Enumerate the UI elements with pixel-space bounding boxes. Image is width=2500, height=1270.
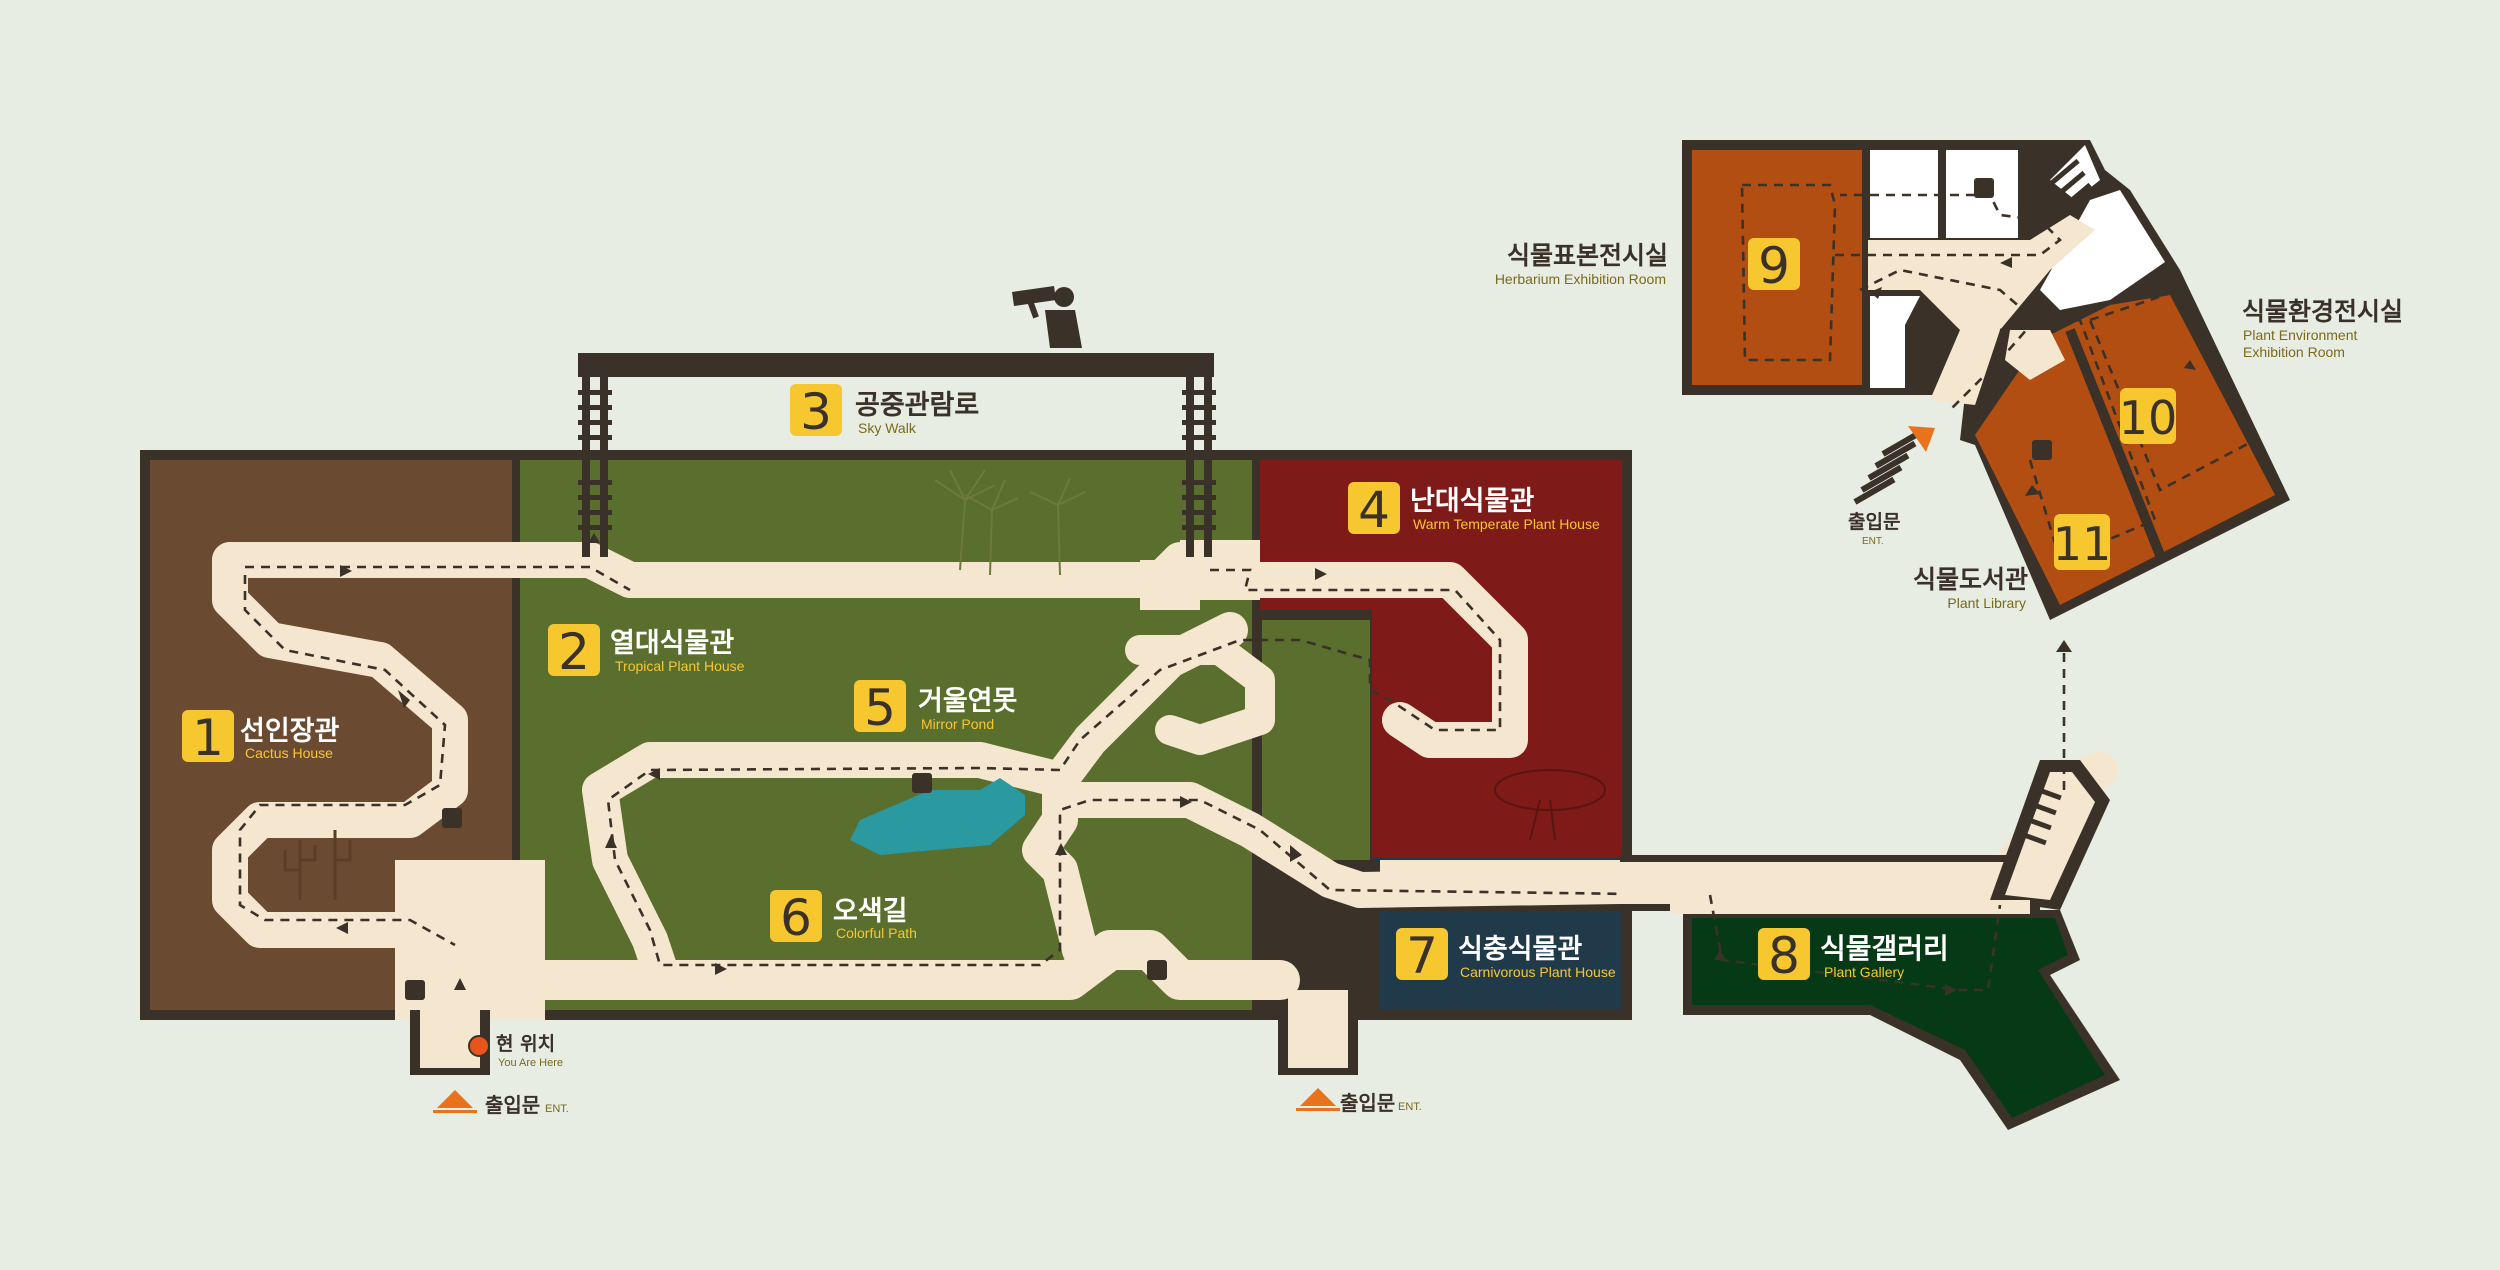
zone-7-kr: 식충식물관 — [1458, 934, 1582, 965]
zone-9-kr: 식물표본전시실 — [1507, 241, 1668, 270]
zone-4-en: Warm Temperate Plant House — [1413, 516, 1600, 532]
zone-5-label[interactable]: 5 거울연못 Mirror Pond — [854, 679, 1017, 737]
zone-7-en: Carnivorous Plant House — [1460, 964, 1616, 980]
zone-7-number: 7 — [1406, 927, 1438, 985]
zone-1-label[interactable]: 1 선인장관 Cactus House — [182, 709, 340, 767]
route-lines — [238, 533, 1732, 990]
pond-marker-icon — [912, 773, 932, 793]
zone-4-number: 4 — [1358, 481, 1390, 539]
entrance-annex-en: ENT. — [1862, 536, 1884, 547]
entrance-annex[interactable]: 출입문 ENT. — [1848, 511, 1900, 547]
connector-corridor — [1620, 760, 2110, 911]
zone-8-label[interactable]: 8 식물갤러리 Plant Gallery — [1758, 927, 1949, 985]
zone-3-en: Sky Walk — [858, 420, 917, 436]
zone-6-en: Colorful Path — [836, 925, 917, 941]
you-are-here-icon — [468, 1035, 490, 1057]
entrance-left[interactable]: 출입문 ENT. — [433, 1090, 569, 1117]
annex-corridor — [1868, 215, 2095, 405]
zone-3-kr: 공중관람로 — [855, 390, 979, 421]
you-are-here[interactable]: 현 위치 You Are Here — [468, 1033, 563, 1069]
cactus-icon — [283, 830, 352, 900]
zone-4-label[interactable]: 4 난대식물관 Warm Temperate Plant House — [1348, 481, 1600, 539]
zone-8-kr: 식물갤러리 — [1820, 932, 1949, 965]
stairs-icon — [2042, 146, 2092, 210]
entrance-arrow-icon — [1908, 426, 1935, 452]
zone-2-number: 2 — [558, 623, 590, 681]
entrance-center-kr: 출입문 — [1340, 1091, 1395, 1115]
zone-1-kr: 선인장관 — [240, 716, 340, 747]
zone-9-en: Herbarium Exhibition Room — [1495, 271, 1666, 287]
zone-7-label[interactable]: 7 식충식물관 Carnivorous Plant House — [1396, 927, 1616, 985]
zone-11-en: Plant Library — [1947, 595, 2026, 611]
stairs-icon — [1182, 377, 1216, 557]
zone-5-en: Mirror Pond — [921, 716, 994, 732]
zone-11-number: 11 — [2053, 517, 2112, 571]
entrance-left-en: ENT. — [545, 1103, 569, 1115]
palm-trees-icon — [934, 469, 1086, 576]
zone-6-number: 6 — [780, 889, 812, 947]
you-are-here-en: You Are Here — [498, 1057, 563, 1069]
entrance-arrow-icon — [437, 1090, 473, 1108]
zone-9-label[interactable]: 9 식물표본전시실 Herbarium Exhibition Room — [1495, 237, 1800, 295]
zone-3-number: 3 — [800, 383, 832, 441]
zone-11-label[interactable]: 11 식물도서관 Plant Library — [1913, 514, 2111, 611]
zone-10-en1: Plant Environment — [2243, 327, 2358, 343]
zone-2-en: Tropical Plant House — [615, 658, 745, 674]
zone-5-kr: 거울연못 — [918, 686, 1017, 717]
zone-10-number: 10 — [2119, 391, 2178, 445]
entrance-arrow-icon — [1300, 1088, 1336, 1106]
zone-6-label[interactable]: 6 오색길 Colorful Path — [770, 889, 917, 947]
zone-5-number: 5 — [864, 679, 896, 737]
zone-2-label[interactable]: 2 열대식물관 Tropical Plant House — [548, 623, 745, 681]
zone-10-kr: 식물환경전시실 — [2242, 297, 2403, 326]
zone-2-kr: 열대식물관 — [610, 628, 734, 659]
zone-1-number: 1 — [192, 709, 224, 767]
entrance-center[interactable]: 출입문 ENT. — [1296, 1088, 1422, 1115]
zone-1-en: Cactus House — [245, 745, 333, 761]
zone-3-label[interactable]: 3 공중관람로 Sky Walk — [790, 383, 979, 441]
zone-8-en: Plant Gallery — [1824, 964, 1904, 980]
sky-walk-bridge — [578, 353, 1214, 377]
stairs-icon — [578, 377, 612, 557]
telescope-viewer-icon — [1012, 286, 1082, 348]
entrance-left-kr: 출입문 — [485, 1093, 540, 1117]
annex-building — [1682, 140, 2290, 620]
zone-11-kr: 식물도서관 — [1913, 565, 2028, 594]
entrance-center-en: ENT. — [1398, 1101, 1422, 1113]
sky-walk — [578, 286, 1216, 557]
zone-6-kr: 오색길 — [833, 896, 908, 927]
zone-10-label[interactable]: 10 식물환경전시실 Plant Environment Exhibition … — [2119, 297, 2403, 445]
zone-8-number: 8 — [1768, 927, 1800, 985]
tree-icon — [1494, 769, 1606, 841]
you-are-here-kr: 현 위치 — [496, 1033, 555, 1055]
stairs-icon — [1853, 428, 1924, 505]
zone-9-number: 9 — [1758, 237, 1790, 295]
entrance-annex-kr: 출입문 — [1848, 511, 1900, 533]
zone-10-en2: Exhibition Room — [2243, 344, 2345, 360]
zone-4-kr: 난대식물관 — [1410, 486, 1534, 517]
mirror-pond — [850, 778, 1025, 855]
annex-route-lines — [1740, 183, 2257, 562]
